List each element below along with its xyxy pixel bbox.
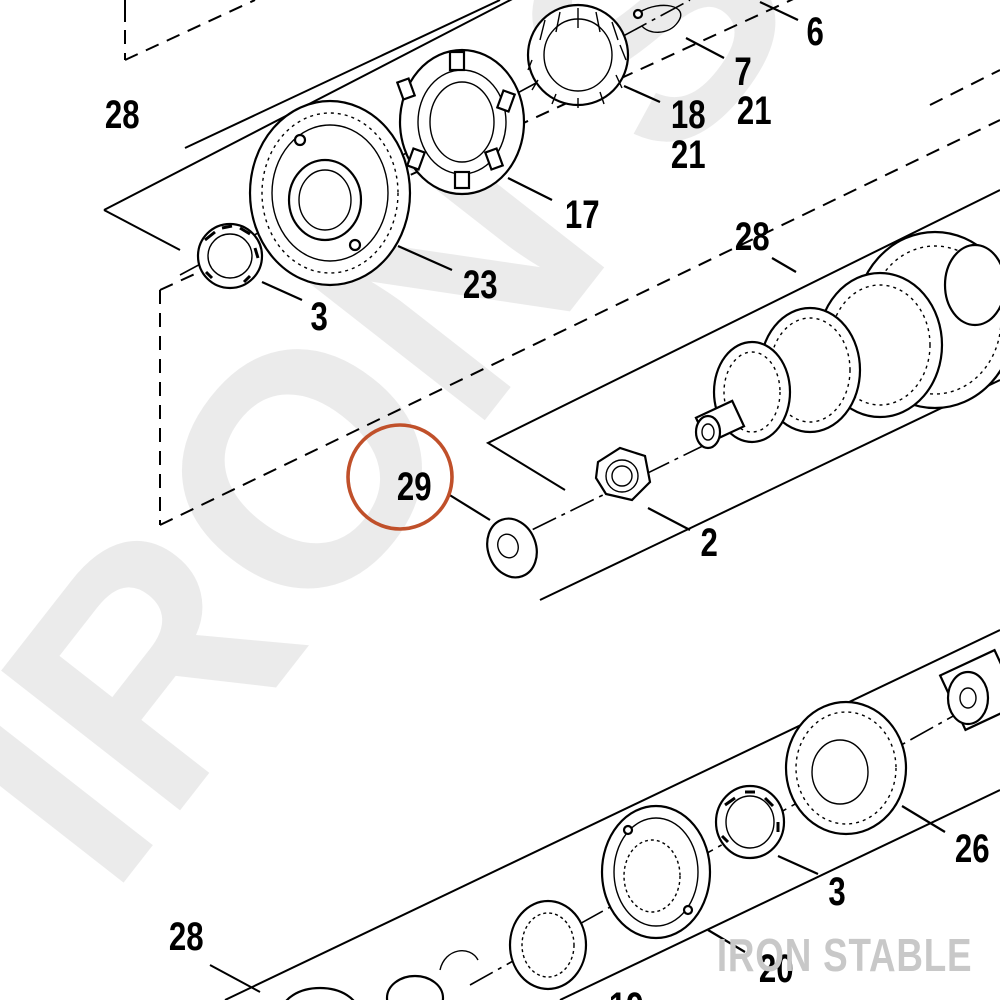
splined-sleeve-lower [508, 899, 588, 991]
washer-part-19 [385, 974, 445, 1000]
gear-lower-left-edge [285, 986, 355, 1000]
leader-lines [261, 1, 946, 953]
retaining-ring-lower [439, 950, 479, 971]
washer-part-29 [486, 517, 538, 579]
callout-18: 18 [671, 92, 706, 137]
gear-part-26 [784, 700, 908, 836]
shift-ring-part-17 [395, 48, 526, 196]
callout-2: 2 [700, 520, 717, 565]
needle-bearing-part-3-upper [196, 222, 264, 290]
callout-28-middle: 28 [735, 214, 770, 259]
callout-19: 19 [609, 984, 644, 1000]
callout-3-upper: 3 [310, 294, 327, 339]
retaining-ring-part-7 [632, 4, 682, 33]
callout-20: 20 [759, 946, 794, 991]
gear-part-23 [248, 99, 412, 287]
highlight-circle [346, 423, 454, 531]
callout-7: 7 [734, 49, 751, 94]
callout-17: 17 [565, 192, 600, 237]
gear-part-18 [526, 3, 630, 108]
callout-23: 23 [463, 262, 498, 307]
callout-21-upper: 21 [737, 88, 772, 133]
hex-nut-part-2 [594, 446, 652, 502]
watermark-corner-text: IRON STABLE [716, 929, 972, 981]
callout-labels: 6 7 21 18 21 28 17 23 3 28 29 2 26 3 28 … [105, 9, 990, 1000]
callout-3-lower: 3 [828, 869, 845, 914]
callout-26: 26 [955, 826, 990, 871]
callout-29: 29 [397, 464, 432, 509]
mainshaft-gear-cluster [694, 230, 1000, 450]
callout-28-top: 28 [105, 92, 140, 137]
callout-28-bottom: 28 [169, 914, 204, 959]
gear-part-20 [600, 804, 712, 940]
callout-21-lower: 21 [671, 132, 706, 177]
needle-bearing-part-3-lower [714, 784, 786, 860]
callout-6: 6 [806, 9, 823, 54]
